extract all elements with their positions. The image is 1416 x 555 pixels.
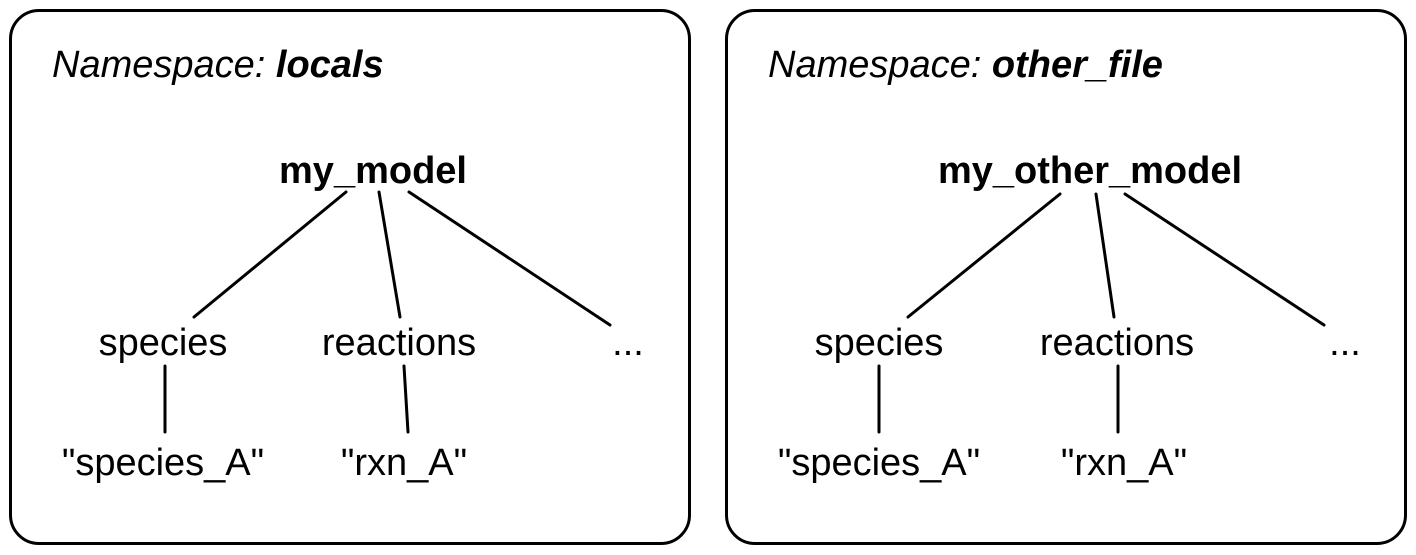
edge-root-more — [407, 190, 612, 327]
namespace-prefix: Namespace: — [52, 44, 276, 86]
edge-root-more — [1123, 192, 1326, 327]
edge-reactions-leaf — [402, 364, 410, 434]
edge-root-reactions — [377, 190, 402, 319]
tree-node-reactions: reactions — [1039, 322, 1195, 364]
tree-leaf-species-a: "species_A" — [61, 442, 265, 484]
tree-leaf-species-a: "species_A" — [777, 442, 981, 484]
tree-root-node: my_model — [279, 150, 467, 192]
tree-leaf-rxn-a: "rxn_A" — [1060, 442, 1188, 484]
tree-edges — [877, 192, 1326, 434]
tree-leaf-rxn-a: "rxn_A" — [340, 442, 468, 484]
namespace-prefix: Namespace: — [768, 44, 992, 86]
tree-node-ellipsis: ... — [612, 322, 644, 364]
tree-node-ellipsis: ... — [1329, 322, 1361, 364]
namespace-title: Namespace: other_file — [768, 46, 1163, 84]
edge-root-species — [906, 192, 1062, 319]
namespace-name: other_file — [991, 44, 1163, 86]
tree-root-node: my_other_model — [937, 150, 1243, 192]
tree-edges — [163, 190, 612, 434]
tree-node-reactions: reactions — [321, 322, 477, 364]
tree-node-species: species — [98, 322, 228, 364]
namespace-panel-other-file: Namespace: other_file my_other_model spe… — [725, 9, 1407, 545]
namespace-title: Namespace: locals — [52, 46, 384, 84]
edge-root-species — [192, 190, 348, 319]
edge-root-reactions — [1094, 192, 1116, 319]
namespace-panel-locals: Namespace: locals my_model species react… — [9, 9, 691, 545]
tree-node-species: species — [814, 322, 944, 364]
namespace-name: locals — [275, 44, 384, 86]
